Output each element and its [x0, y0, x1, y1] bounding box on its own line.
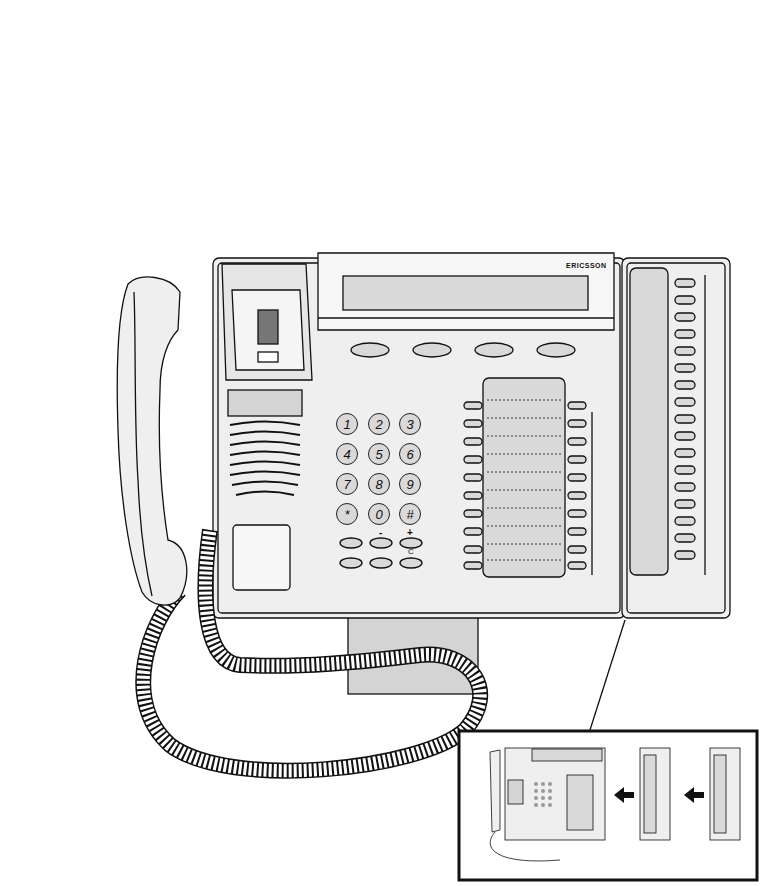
key-digit: 9 [406, 478, 413, 491]
key-digit: 8 [375, 478, 382, 491]
keypad-key: 1 [336, 413, 358, 435]
brand-logo: ERICSSON [566, 262, 607, 269]
key-digit: 4 [343, 448, 350, 461]
key-digit: * [344, 508, 349, 521]
keypad-key: * [336, 503, 358, 525]
key-digit: # [406, 508, 413, 521]
keypad-key: # [399, 503, 421, 525]
key-digit: 5 [375, 448, 382, 461]
key-digit: 3 [406, 418, 413, 431]
keypad-key: 8 [368, 473, 390, 495]
key-digit: 7 [343, 478, 350, 491]
key-digit: 1 [343, 418, 350, 431]
keypad-key: 5 [368, 443, 390, 465]
keypad-key: 9 [399, 473, 421, 495]
clear-key-label: C [408, 548, 414, 556]
key-digit: 6 [406, 448, 413, 461]
keypad-key: 2 [368, 413, 390, 435]
key-digit: 2 [375, 418, 382, 431]
volume-plus: + [407, 528, 413, 538]
keypad-key: 4 [336, 443, 358, 465]
key-digit: 0 [375, 508, 382, 521]
volume-minus: - [379, 528, 382, 538]
keypad-key: 0 [368, 503, 390, 525]
keypad-key: 6 [399, 443, 421, 465]
keypad-key: 7 [336, 473, 358, 495]
keypad-key: 3 [399, 413, 421, 435]
